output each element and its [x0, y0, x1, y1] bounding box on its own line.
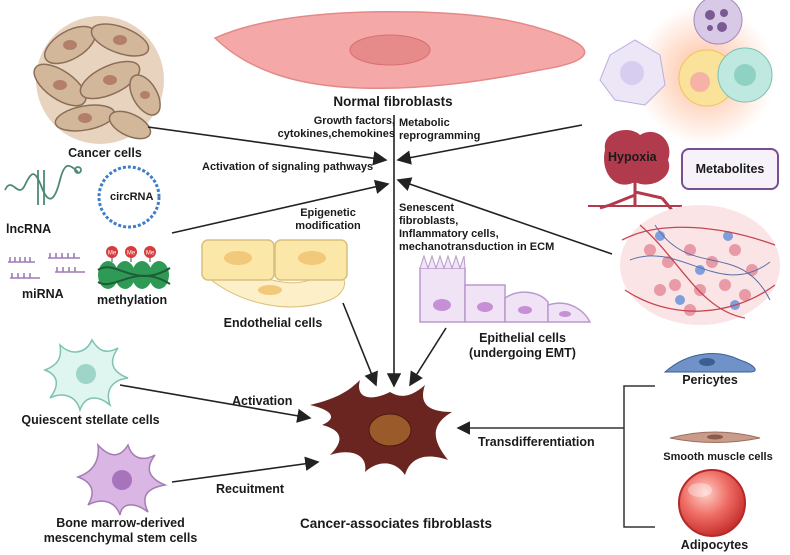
- ecm-tissue-icon: [620, 205, 780, 325]
- immune-cells-icon: [599, 0, 775, 145]
- epithelial-cells-icon: [419, 254, 592, 323]
- me-tag: Me: [108, 251, 117, 257]
- pericyte-icon: [663, 353, 756, 373]
- normal-fibroblast-icon: [213, 10, 586, 90]
- senescent-fibroblasts-label: Senescent fibroblasts, Inflammatory cell…: [399, 202, 555, 253]
- msc-cell-icon: [75, 442, 168, 516]
- activation-signaling-label: Activation of signaling pathways: [202, 161, 374, 173]
- growth-factors-label: Growth factors, cytokines,chemokines: [277, 115, 395, 140]
- methylation-icon: Me Me Me: [97, 246, 171, 289]
- circrna-icon: [97, 165, 161, 229]
- quiescent-stellate-cell-icon: [42, 338, 129, 413]
- adipocyte-icon: [678, 469, 746, 537]
- cancer-cells-icon: [33, 16, 164, 144]
- circrna-label: circRNA: [110, 191, 154, 203]
- me-tag: Me: [127, 251, 136, 257]
- caf-label: Cancer-associates fibroblasts: [299, 516, 493, 531]
- endothelial-cells-icon: [201, 239, 348, 308]
- recruitment-label: Recuitment: [216, 482, 285, 496]
- pericytes-label: Pericytes: [682, 373, 738, 387]
- quiescent-stellate-label: Quiescent stellate cells: [21, 413, 160, 427]
- mirna-label: miRNA: [22, 287, 64, 301]
- smooth-muscle-label: Smooth muscle cells: [663, 451, 773, 463]
- endothelial-cells-label: Endothelial cells: [223, 316, 323, 330]
- bone-marrow-msc-label: Bone marrow-derived mescenchymal stem ce…: [43, 516, 198, 545]
- cancer-cells-label: Cancer cells: [68, 146, 142, 160]
- hypoxia-label: Hypoxia: [608, 150, 657, 164]
- normal-fibroblasts-label: Normal fibroblasts: [333, 94, 453, 109]
- smooth-muscle-cell-icon: [669, 431, 761, 443]
- methylation-label: methylation: [97, 293, 168, 307]
- metabolites-box: Metabolites: [681, 148, 779, 190]
- me-tag: Me: [146, 251, 155, 257]
- lncrna-label: lncRNA: [6, 222, 52, 236]
- caf-cell-icon: [310, 380, 452, 475]
- adipocytes-label: Adipocytes: [680, 538, 749, 552]
- epigenetic-modification-label: Epigenetic modification: [295, 207, 361, 232]
- activation-label: Activation: [232, 394, 293, 408]
- arrows: [119, 115, 613, 483]
- epithelial-cells-label: Epithelial cells (undergoing EMT): [469, 331, 576, 360]
- transdifferentiation-label: Transdifferentiation: [478, 435, 595, 449]
- mirna-icon: [8, 253, 85, 279]
- transdifferentiation-bracket: [456, 385, 655, 528]
- lncrna-icon: [4, 164, 82, 205]
- hypoxia-icon: [588, 130, 682, 211]
- metabolic-reprogramming-label: Metabolic reprogramming: [399, 117, 481, 142]
